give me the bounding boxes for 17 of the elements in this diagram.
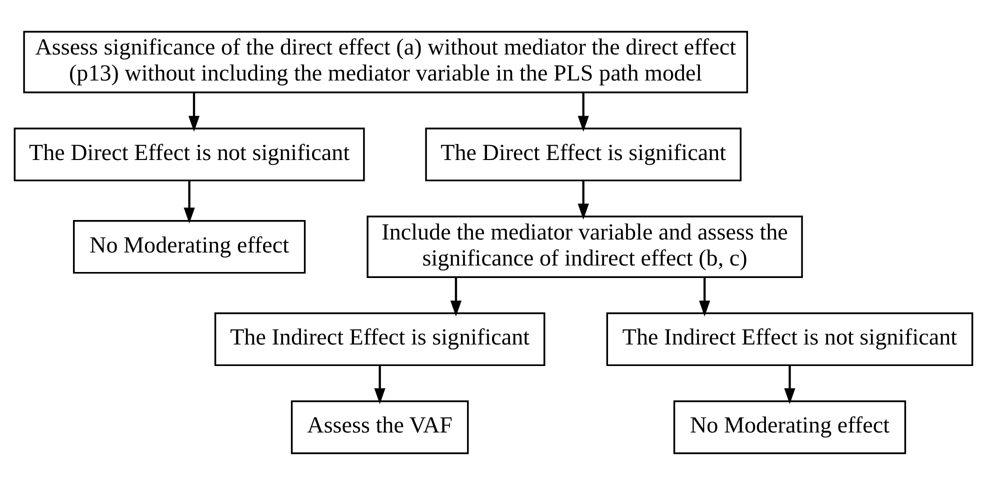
node-box: No Moderating effect <box>72 220 306 274</box>
node-box: The Indirect Effect is not significant <box>606 312 974 366</box>
arrow <box>374 366 386 404</box>
node-box: The Direct Effect is significant <box>425 128 742 182</box>
arrow <box>699 278 710 316</box>
arrow <box>184 180 195 224</box>
node-box: Assess significance of the direct effect (a) without mediator the direct effect (p13) without including the mediator variable in the PLS path model <box>23 30 748 94</box>
node-box: The Direct Effect is not significant <box>14 128 365 182</box>
arrow <box>188 92 200 132</box>
node-box: Include the mediator variable and assess the significance of indirect effect (b, c) <box>366 216 803 278</box>
node-box: The Indirect Effect is significant <box>214 312 546 366</box>
node-box: No Moderating effect <box>673 400 906 454</box>
arrow <box>578 92 589 132</box>
arrow <box>450 278 462 316</box>
node-box: Assess the VAF <box>290 400 469 454</box>
arrow <box>784 366 796 404</box>
arrow <box>578 180 589 220</box>
